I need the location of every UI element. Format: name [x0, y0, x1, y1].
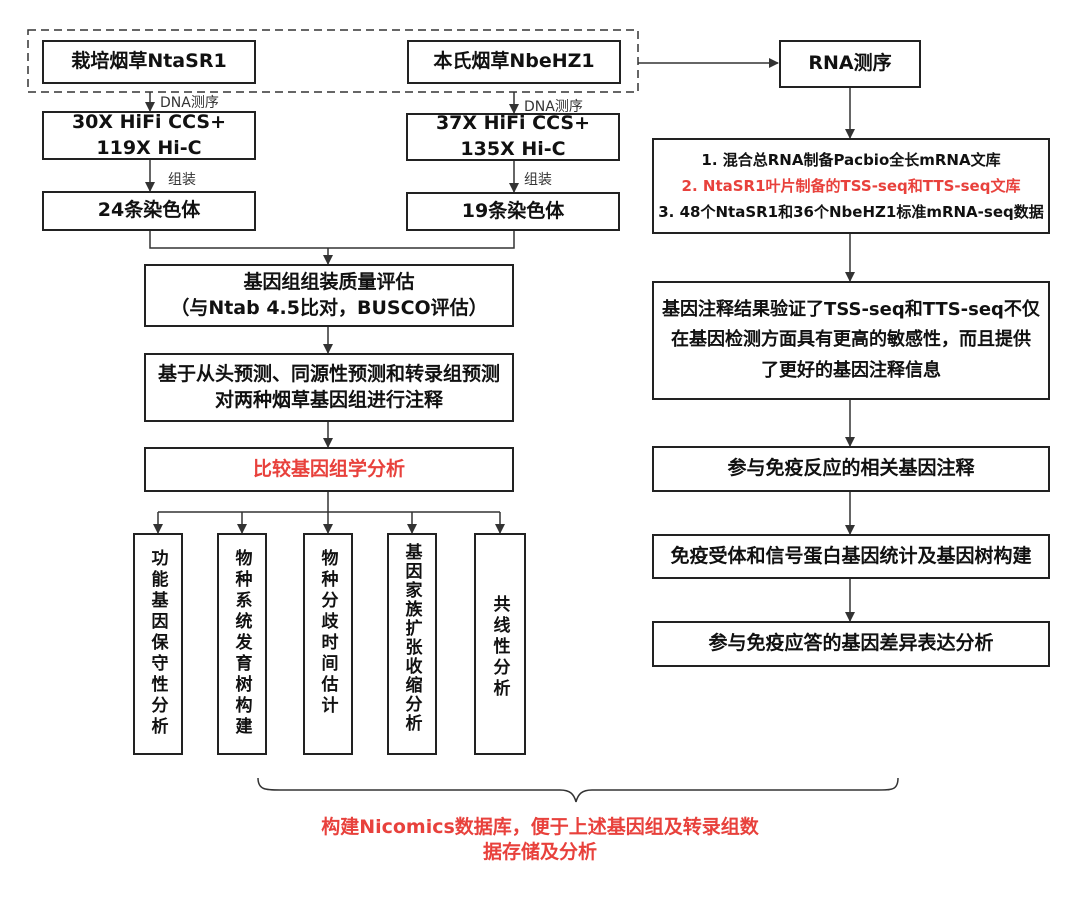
footer-line-2: 据存储及分析 — [482, 840, 597, 863]
validation-box: 基因注释结果验证了TSS-seq和TTS-seq不仅 在基因检测方面具有更高的敏… — [652, 281, 1050, 400]
analysis-synteny-label: 共线性分析 — [489, 595, 510, 700]
validation-line-1: 基因注释结果验证了TSS-seq和TTS-seq不仅 — [662, 298, 1040, 320]
analysis-synteny: 共线性分析 — [474, 533, 526, 755]
annotation-line-2: 对两种烟草基因组进行注释 — [214, 388, 443, 411]
footer-line-1: 构建Nicomics数据库，便于上述基因组及转录组数 — [321, 816, 759, 838]
dna-seq-label-a: DNA测序 — [160, 95, 219, 111]
reads-a-line-2: 119X Hi-C — [96, 136, 202, 159]
immune-annotation-box: 参与免疫反应的相关基因注释 — [652, 446, 1050, 492]
assembly-qc-box: 基因组组装质量评估 （与Ntab 4.5比对，BUSCO评估） — [144, 264, 514, 327]
assemble-label-b: 组装 — [524, 172, 552, 188]
library-item-3: 3. 48个NtaSR1和36个NbeHZ1标准mRNA-seq数据 — [658, 203, 1044, 222]
reads-b-line-2: 135X Hi-C — [460, 138, 566, 160]
assembly-qc-detail: （与Ntab 4.5比对，BUSCO评估） — [170, 296, 488, 319]
annotation-line-1: 基于从头预测、同源性预测和转录组预测 — [157, 362, 500, 385]
assembly-qc-title: 基因组组装质量评估 — [243, 270, 415, 293]
reads-a-line-1: 30X HiFi CCS+ — [71, 110, 227, 133]
reads-a-box: 30X HiFi CCS+ 119X Hi-C — [42, 111, 256, 160]
footer-brace — [257, 777, 899, 803]
analysis-gene-family-label: 基因家族扩张收缩分析 — [401, 543, 422, 733]
analysis-gene-conservation: 功能基因保守性分析 — [133, 533, 183, 755]
analysis-divergence-time: 物种分歧时间估计 — [303, 533, 353, 755]
database-footer: 构建Nicomics数据库，便于上述基因组及转录组数 据存储及分析 — [240, 815, 840, 864]
library-item-2: 2. NtaSR1叶片制备的TSS-seq和TTS-seq文库 — [681, 176, 1021, 195]
analysis-gene-family: 基因家族扩张收缩分析 — [387, 533, 437, 755]
assemble-label-a: 组装 — [168, 172, 196, 188]
annotation-box: 基于从头预测、同源性预测和转录组预测对两种烟草基因组进行注释 — [144, 353, 514, 422]
validation-line-2: 在基因检测方面具有更高的敏感性，而且提供 — [670, 329, 1031, 351]
genome-b-box: 本氏烟草NbeHZ1 — [407, 40, 621, 84]
chrom-b-box: 19条染色体 — [406, 192, 620, 231]
rna-libraries-box: 1. 混合总RNA制备Pacbio全长mRNA文库 2. NtaSR1叶片制备的… — [652, 138, 1050, 234]
rna-seq-box: RNA测序 — [779, 40, 921, 88]
library-item-1: 1. 混合总RNA制备Pacbio全长mRNA文库 — [701, 150, 1001, 169]
analysis-phylogeny-label: 物种系统发育树构建 — [231, 549, 252, 738]
reads-b-box: 37X HiFi CCS+ 135X Hi-C — [406, 112, 620, 161]
genome-group-frame — [27, 29, 639, 93]
chrom-a-box: 24条染色体 — [42, 191, 256, 231]
genome-a-box: 栽培烟草NtaSR1 — [42, 40, 256, 84]
dna-seq-label-b: DNA测序 — [524, 99, 583, 115]
validation-line-3: 了更好的基因注释信息 — [760, 359, 941, 381]
immune-de-box: 参与免疫应答的基因差异表达分析 — [652, 621, 1050, 667]
comparative-genomics-box: 比较基因组学分析 — [144, 447, 514, 492]
merge-line — [149, 231, 515, 249]
analysis-gene-conservation-label: 功能基因保守性分析 — [147, 549, 168, 738]
analysis-phylogeny: 物种系统发育树构建 — [217, 533, 267, 755]
immune-stats-box: 免疫受体和信号蛋白基因统计及基因树构建 — [652, 534, 1050, 579]
reads-b-line-1: 37X HiFi CCS+ — [435, 112, 591, 135]
analysis-divergence-time-label: 物种分歧时间估计 — [317, 549, 338, 717]
